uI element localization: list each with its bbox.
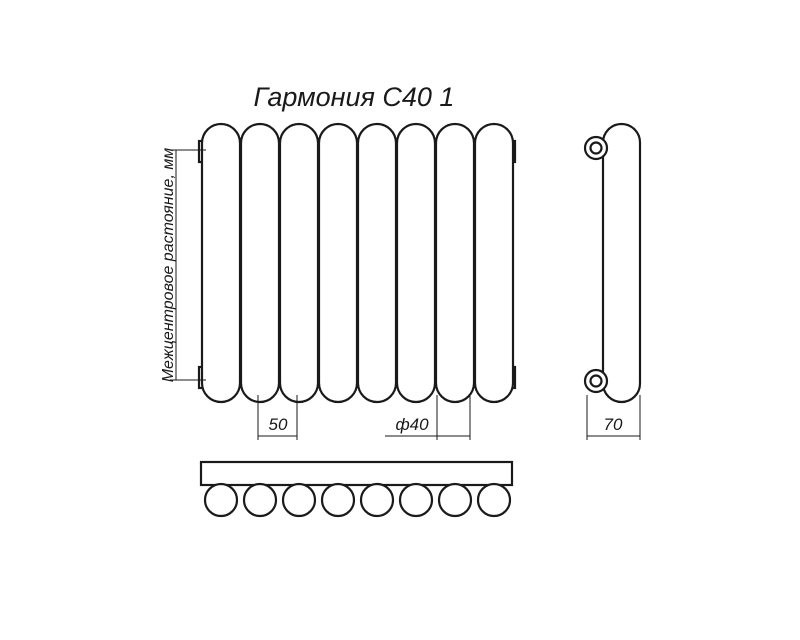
- top-view-section-4: [320, 482, 356, 518]
- section-pitch-label: 50: [269, 415, 288, 434]
- radiator-section-2: [239, 122, 281, 404]
- center-distance-dimension: Межцентровое растояние, мм: [160, 148, 206, 383]
- front-view: [197, 122, 517, 404]
- drawing-title: Гармония С40 1: [254, 82, 455, 112]
- side-bottom-fitting-inner: [589, 374, 603, 388]
- tube-diameter-label: ф40: [395, 415, 429, 434]
- top-view-section-5: [359, 482, 395, 518]
- top-view: [199, 460, 514, 518]
- depth-label: 70: [604, 415, 623, 434]
- top-view-sections: [203, 482, 512, 518]
- section-pitch-dimension: 50: [257, 395, 298, 440]
- top-view-section-8: [476, 482, 512, 518]
- radiator-section-8: [473, 122, 515, 404]
- depth-dimension: 70: [586, 395, 641, 440]
- radiator-section-1: [200, 122, 242, 404]
- center-distance-label: Межцентровое растояние, мм: [160, 148, 177, 383]
- top-view-section-6: [398, 482, 434, 518]
- radiator-section-5: [356, 122, 398, 404]
- top-view-section-2: [242, 482, 278, 518]
- radiator-section-4: [317, 122, 359, 404]
- top-view-section-3: [281, 482, 317, 518]
- top-view-section-7: [437, 482, 473, 518]
- tube-diameter-dimension: ф40: [385, 395, 471, 440]
- side-tube: [601, 122, 642, 404]
- radiator-section-7: [434, 122, 476, 404]
- radiator-section-6: [395, 122, 437, 404]
- radiator-section-3: [278, 122, 320, 404]
- top-view-section-1: [203, 482, 239, 518]
- side-view: [583, 122, 642, 404]
- radiator-sections: [200, 122, 515, 404]
- side-top-fitting-inner: [589, 141, 603, 155]
- top-view-collector: [199, 460, 514, 487]
